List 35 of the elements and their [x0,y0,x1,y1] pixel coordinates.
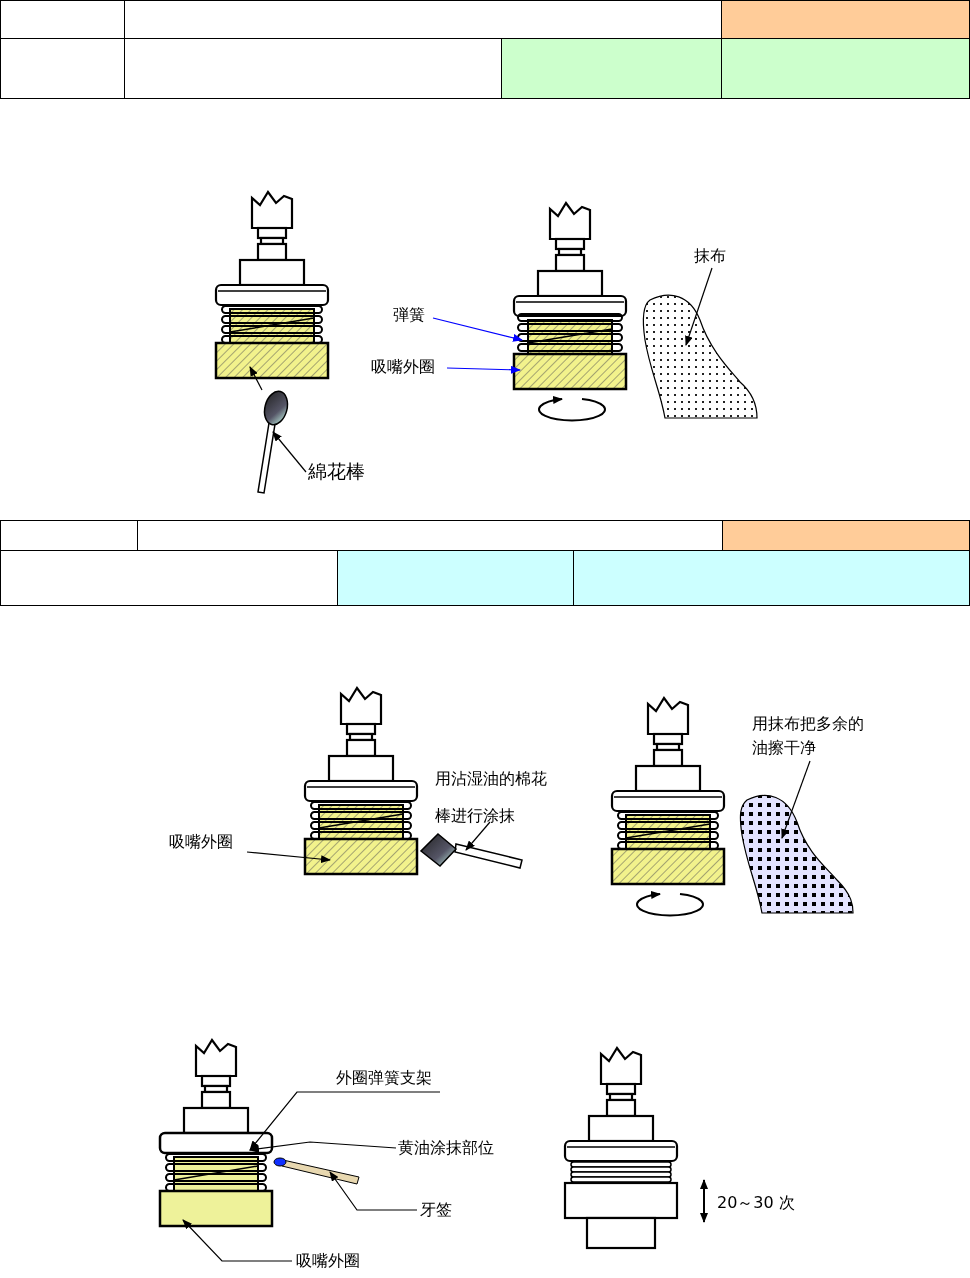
callout-label: 抹布 [694,246,726,266]
callout-label: 黄油涂抹部位 [398,1138,494,1158]
callout-label: 吸嘴外圈 [296,1251,360,1271]
outer-ring [158,1189,274,1228]
leader-line [182,1219,293,1262]
leader-line [685,267,713,346]
callout-label: 用沾湿油的棉花棒进行涂抹 [435,760,553,834]
leader-line [246,851,331,864]
leader-line [249,366,263,391]
cloth [739,794,854,914]
leader-line [249,1091,441,1151]
spring [517,313,623,352]
spring-holder [158,1131,274,1155]
leader-line [272,431,307,473]
callout-label: 吸嘴外圈 [371,357,435,377]
leader-line [432,317,523,342]
callout-label: 牙签 [420,1200,452,1220]
callout-label: 弾簧 [393,305,425,325]
toothpick [273,1157,360,1185]
outer-ring [512,352,628,391]
leader-line [465,821,491,851]
cotton-swab [257,390,289,494]
cloth [642,294,758,419]
callout-label: 綿花棒 [308,461,365,481]
outer-ring [303,837,419,876]
leader-line [329,1171,418,1211]
callout-label: 外圈弹簧支架 [336,1068,432,1088]
callout-label: 吸嘴外圈 [169,832,233,852]
callout-label: 用抹布把多余的油擦干净 [752,712,870,760]
count-label: 20～30 次 [717,1193,795,1213]
outer-ring [214,341,330,380]
cotton-swab [419,833,523,869]
leader-line [446,365,521,374]
leader-line [249,1141,397,1153]
leader-line [781,760,811,839]
